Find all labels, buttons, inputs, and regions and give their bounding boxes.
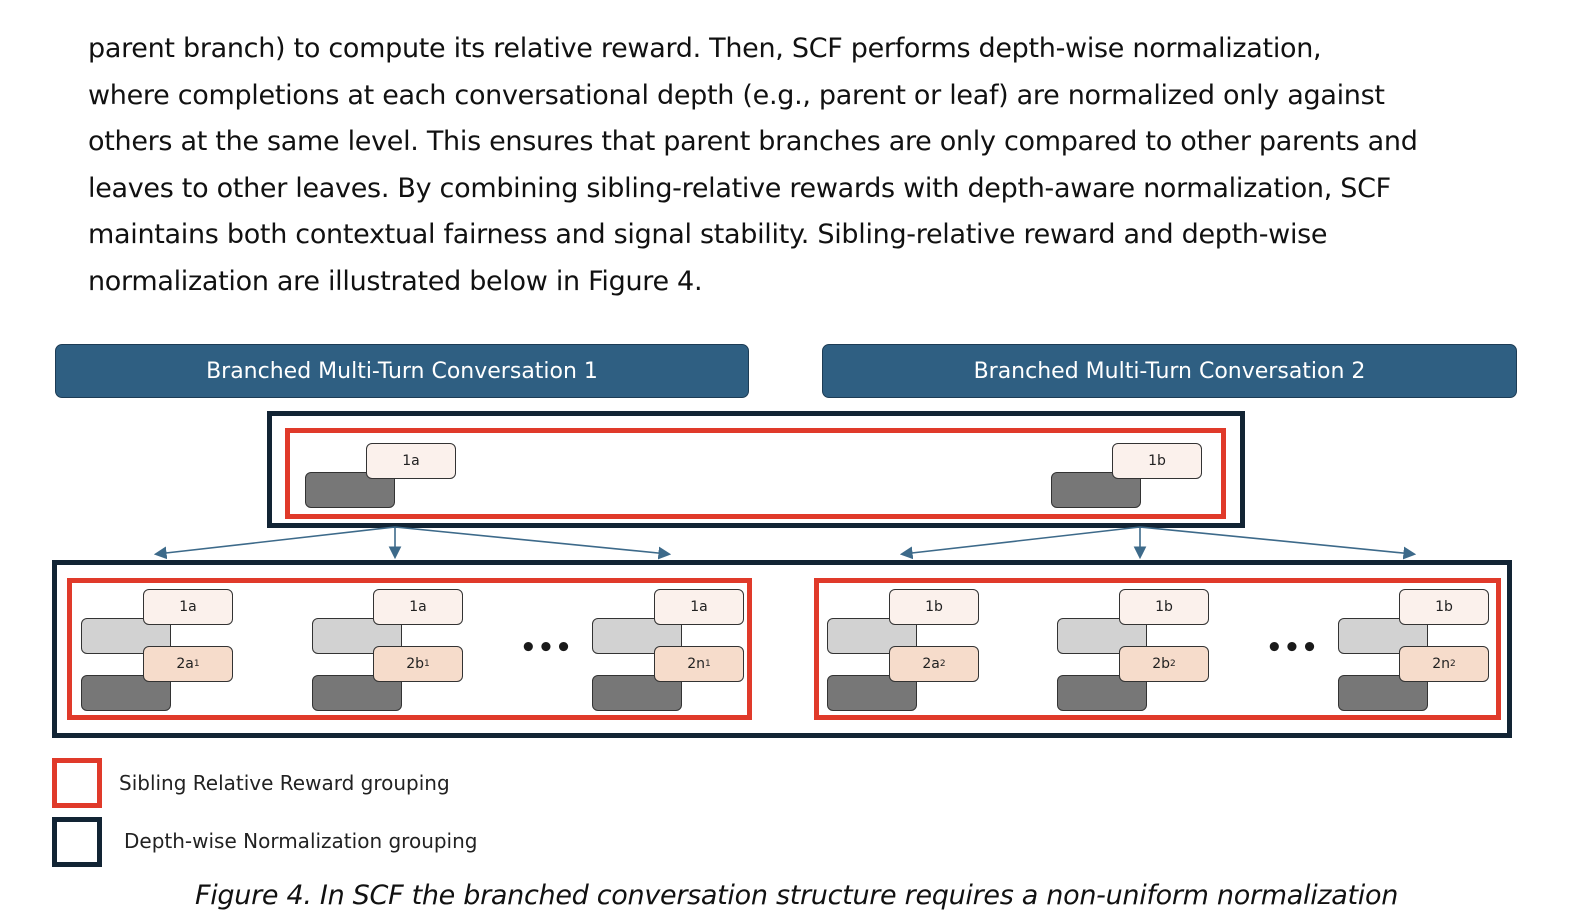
completion-1a: 1a	[366, 443, 456, 479]
parent-completion: 1b	[1399, 589, 1489, 625]
ellipsis: •••	[520, 633, 573, 663]
figure-caption: Figure 4. In SCF the branched conversati…	[195, 880, 1399, 911]
sibling-group-conv2	[814, 578, 1501, 720]
parent-completion: 1b	[889, 589, 979, 625]
conversation-2-header: Branched Multi-Turn Conversation 2	[822, 344, 1517, 398]
legend-depth-label: Depth-wise Normalization grouping	[124, 829, 478, 853]
arrow-line	[153, 526, 396, 560]
completion-1b: 1b	[1112, 443, 1202, 479]
paragraph-line: others at the same level. This ensures t…	[88, 126, 1418, 157]
conversation-1-header: Branched Multi-Turn Conversation 1	[55, 344, 749, 398]
legend-sibling-label: Sibling Relative Reward grouping	[119, 771, 450, 795]
parent-completion: 1b	[1119, 589, 1209, 625]
sibling-group-conv1	[67, 578, 752, 720]
sibling-group-parent	[285, 428, 1226, 519]
arrow-line	[899, 526, 1141, 560]
arrow-line	[394, 526, 672, 560]
depth-group-leaf	[52, 560, 1512, 738]
prompt-block	[827, 675, 917, 711]
ellipsis: •••	[1266, 633, 1319, 663]
paragraph-line: maintains both contextual fairness and s…	[88, 219, 1328, 250]
arrow-line	[1139, 526, 1417, 560]
legend-navy-swatch	[52, 817, 102, 867]
depth-group-parent	[267, 411, 1245, 528]
parent-completion: 1a	[373, 589, 463, 625]
parent-completion: 1a	[654, 589, 744, 625]
parent-completion: 1a	[143, 589, 233, 625]
body-paragraph: parent branch) to compute its relative r…	[88, 26, 1508, 305]
legend-red-swatch	[52, 758, 102, 808]
paragraph-line: where completions at each conversational…	[88, 79, 1385, 111]
paragraph-line: normalization are illustrated below in F…	[88, 265, 703, 297]
paragraph-line: parent branch) to compute its relative r…	[88, 33, 1322, 64]
paragraph-line: leaves to other leaves. By combining sib…	[88, 172, 1391, 204]
